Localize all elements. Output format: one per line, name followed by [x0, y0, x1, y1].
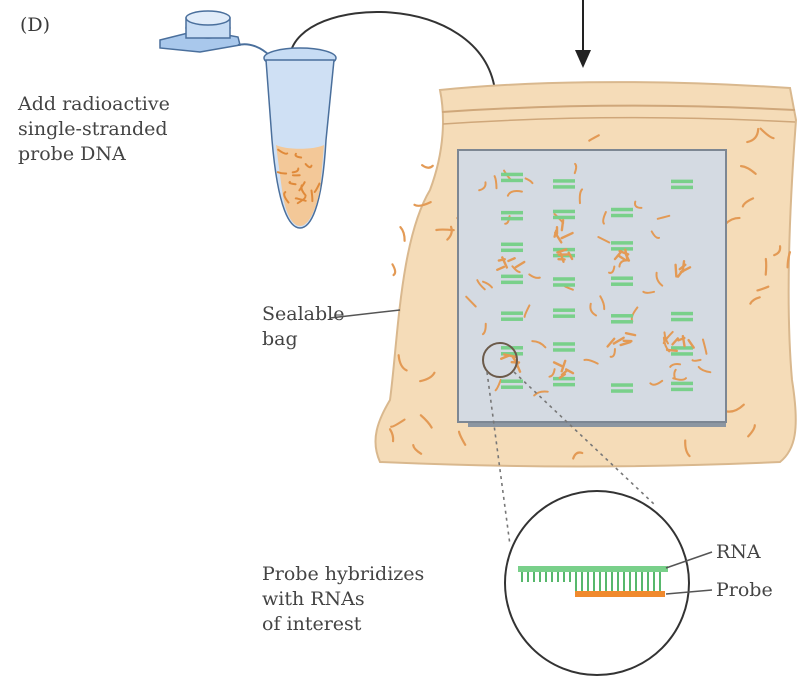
add-probe-text-line1: Add radioactive: [18, 92, 170, 116]
add-probe-text-line2: single-stranded: [18, 117, 168, 141]
rna-label: RNA: [716, 540, 761, 564]
membrane: [458, 150, 726, 427]
probe-label: Probe: [716, 578, 773, 602]
hybridize-text-line3: of interest: [262, 612, 361, 636]
bag-label-line2: bag: [262, 327, 298, 351]
bag-label-line1: Sealable: [262, 302, 344, 326]
add-probe-text-line3: probe DNA: [18, 142, 126, 166]
hybridize-text-line2: with RNAs: [262, 587, 365, 611]
down-arrow-icon: [575, 0, 591, 68]
microcentrifuge-tube-icon: [160, 11, 336, 228]
panel-label: (D): [20, 14, 50, 36]
magnifier-circle-icon: [505, 491, 712, 675]
hybridize-text-line1: Probe hybridizes: [262, 562, 424, 586]
